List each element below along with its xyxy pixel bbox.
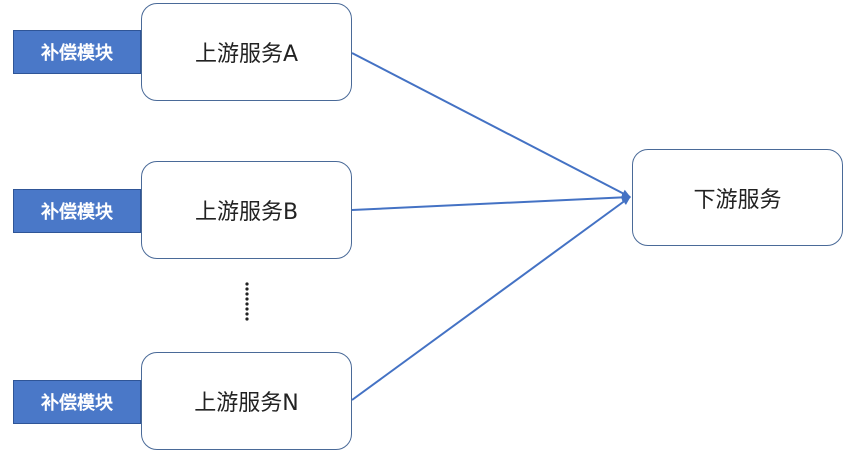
compensation-module-tag-a: 补偿模块 — [13, 30, 141, 74]
arrow-n-to-downstream — [351, 196, 631, 401]
upstream-service-n-label: 上游服务N — [194, 391, 299, 416]
arrow-b-to-downstream — [351, 193, 631, 211]
upstream-service-b[interactable]: 上游服务B — [141, 161, 352, 259]
compensation-module-label: 补偿模块 — [41, 202, 113, 223]
compensation-module-label: 补偿模块 — [41, 393, 113, 414]
downstream-service[interactable]: 下游服务 — [632, 149, 843, 246]
upstream-service-b-label: 上游服务B — [194, 200, 299, 225]
arrow-a-to-downstream — [351, 52, 631, 198]
compensation-module-label: 补偿模块 — [41, 43, 113, 64]
upstream-service-a-label: 上游服务A — [194, 42, 299, 67]
compensation-module-tag-n: 补偿模块 — [13, 380, 141, 424]
downstream-service-label: 下游服务 — [693, 187, 782, 213]
upstream-service-a[interactable]: 上游服务A — [141, 3, 352, 101]
upstream-service-n[interactable]: 上游服务N — [141, 352, 352, 450]
compensation-module-tag-b: 补偿模块 — [13, 189, 141, 233]
vertical-ellipsis-icon — [245, 282, 249, 321]
